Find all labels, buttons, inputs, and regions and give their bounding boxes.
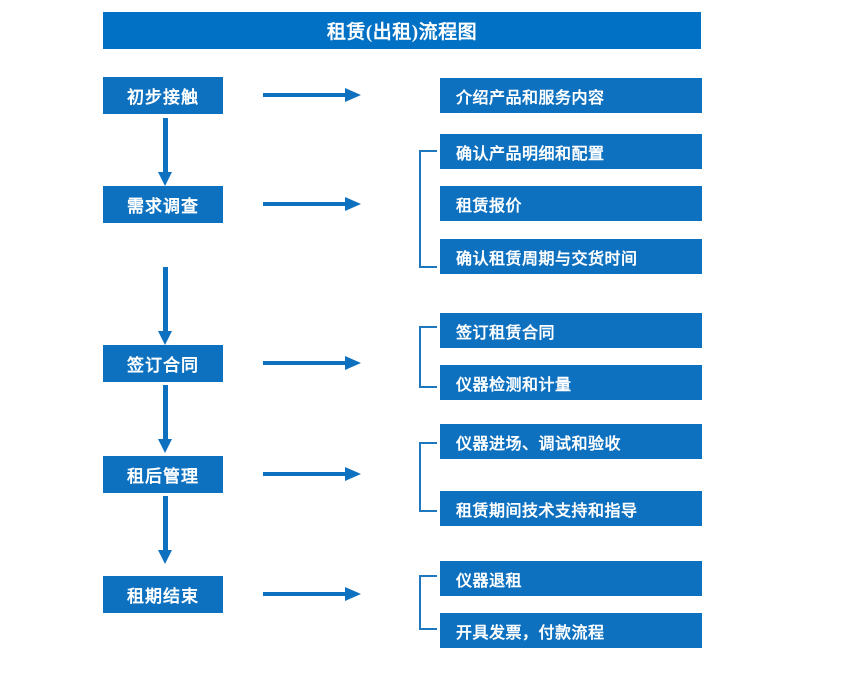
stage-box-2[interactable]: 需求调查 [103, 186, 223, 223]
bracket-group-2 [419, 150, 437, 268]
arrow-right-5 [263, 586, 361, 602]
arrow-right-2 [263, 196, 361, 212]
bracket-group-5 [419, 575, 437, 630]
arrow-head [345, 356, 361, 370]
arrow-down-3 [157, 385, 173, 453]
arrow-head [158, 550, 172, 564]
arrow-shaft [163, 496, 168, 550]
arrow-down-2 [157, 267, 173, 345]
bracket-group-3 [419, 326, 437, 388]
detail-box-4-2[interactable]: 租赁期间技术支持和指导 [440, 491, 702, 526]
arrow-head [345, 197, 361, 211]
detail-box-5-2[interactable]: 开具发票，付款流程 [440, 613, 702, 648]
arrow-right-3 [263, 355, 361, 371]
arrow-head [158, 331, 172, 345]
detail-box-3-2[interactable]: 仪器检测和计量 [440, 365, 702, 400]
detail-box-2-1[interactable]: 确认产品明细和配置 [440, 134, 702, 169]
arrow-shaft [263, 472, 347, 476]
arrow-shaft [163, 267, 168, 331]
detail-box-2-2[interactable]: 租赁报价 [440, 186, 702, 221]
stage-box-3[interactable]: 签订合同 [103, 345, 223, 382]
arrow-shaft [263, 202, 347, 206]
detail-box-4-1[interactable]: 仪器进场、调试和验收 [440, 424, 702, 459]
arrow-head [158, 439, 172, 453]
arrow-shaft [163, 385, 168, 439]
arrow-right-1 [263, 87, 361, 103]
arrow-shaft [263, 93, 347, 97]
stage-box-4[interactable]: 租后管理 [103, 456, 223, 493]
detail-box-3-1[interactable]: 签订租赁合同 [440, 313, 702, 348]
stage-box-1[interactable]: 初步接触 [103, 77, 223, 114]
arrow-right-4 [263, 466, 361, 482]
arrow-head [345, 467, 361, 481]
bracket-group-4 [419, 442, 437, 512]
arrow-shaft [163, 118, 168, 172]
arrow-head [158, 172, 172, 186]
arrow-down-4 [157, 496, 173, 564]
arrow-head [345, 88, 361, 102]
arrow-shaft [263, 592, 347, 596]
detail-box-5-1[interactable]: 仪器退租 [440, 561, 702, 596]
arrow-shaft [263, 361, 347, 365]
arrow-head [345, 587, 361, 601]
detail-box-1-1[interactable]: 介绍产品和服务内容 [440, 78, 702, 113]
stage-box-5[interactable]: 租期结束 [103, 576, 223, 613]
flowchart-title: 租赁(出租)流程图 [103, 12, 701, 49]
detail-box-2-3[interactable]: 确认租赁周期与交货时间 [440, 239, 702, 274]
arrow-down-1 [157, 118, 173, 186]
